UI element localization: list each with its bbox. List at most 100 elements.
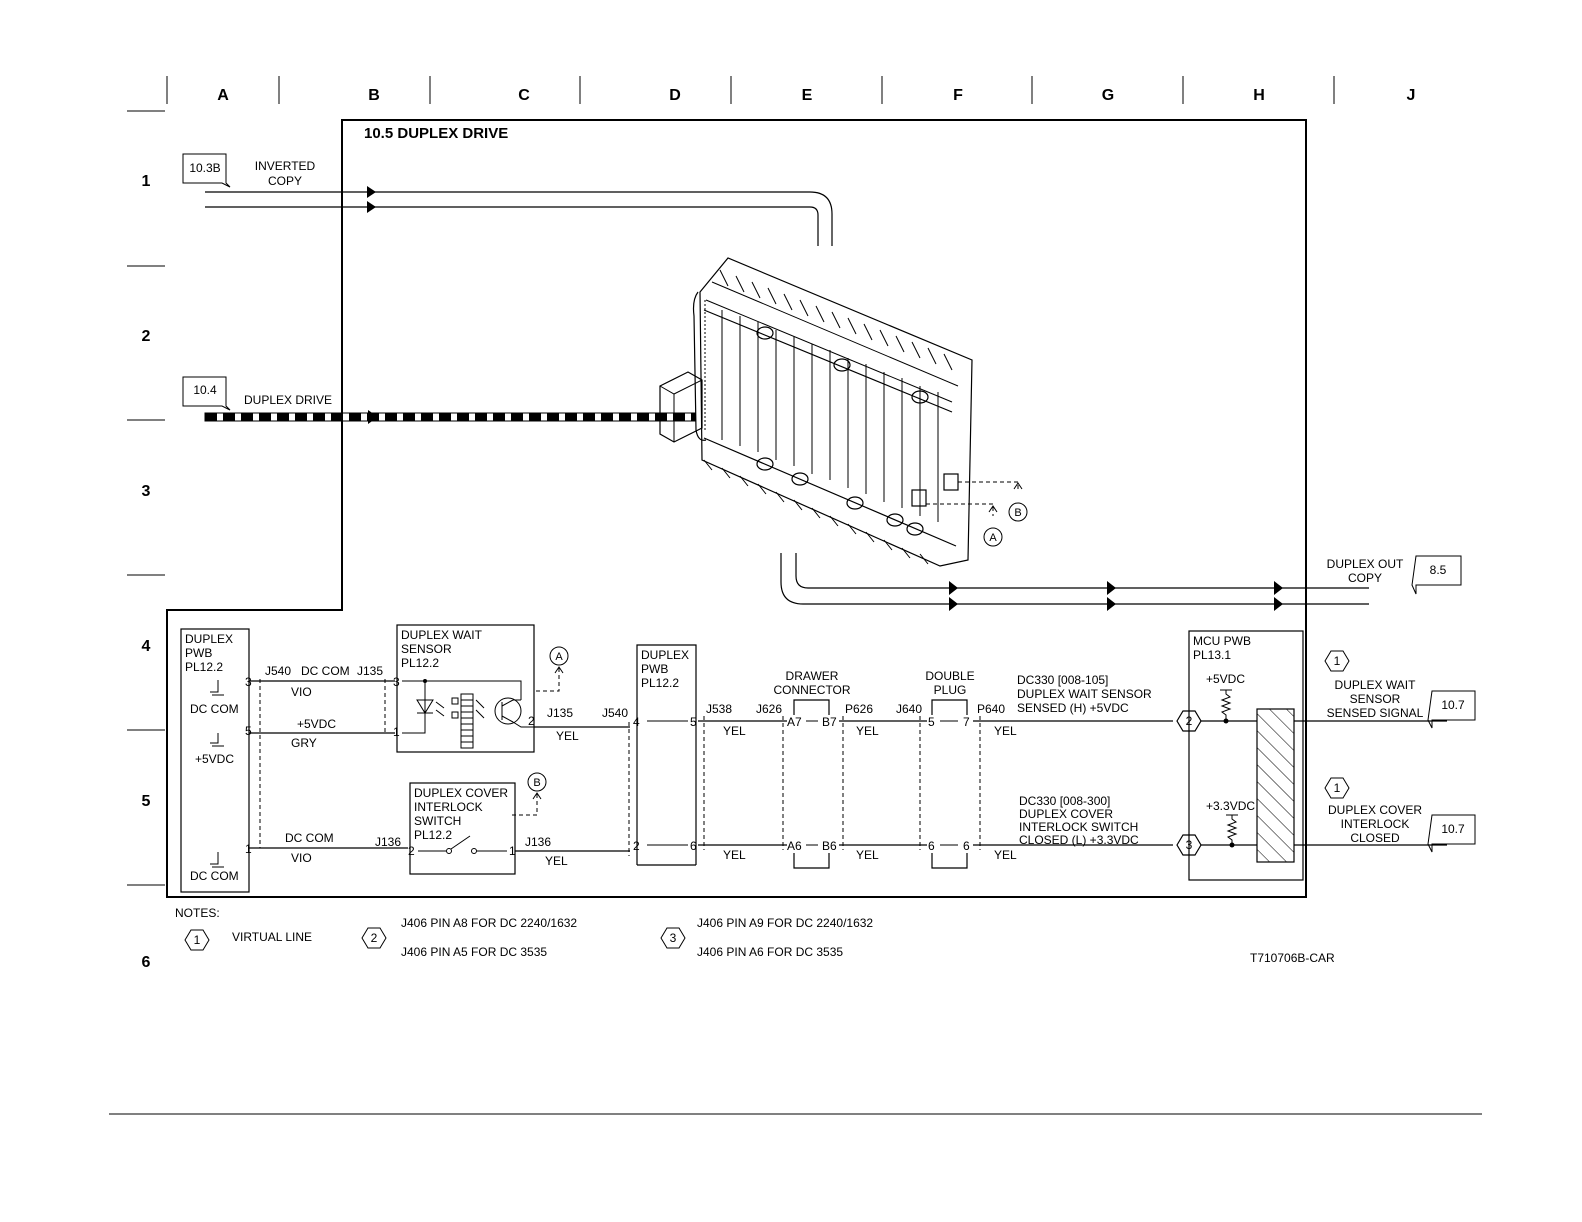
conn-label: J640 bbox=[896, 702, 922, 716]
flag-text: DUPLEX WAIT bbox=[1335, 678, 1417, 692]
flag-ref: 10.7 bbox=[1441, 822, 1465, 836]
column-label-h: H bbox=[1253, 87, 1265, 104]
flag-text: SENSOR bbox=[1350, 692, 1401, 706]
wire-color: YEL bbox=[994, 848, 1017, 862]
row-header: 1 2 3 4 5 6 bbox=[127, 110, 165, 971]
plug-label: DOUBLE bbox=[925, 669, 974, 683]
switch-label: SWITCH bbox=[414, 814, 461, 828]
flag-text: DUPLEX OUT bbox=[1327, 557, 1404, 571]
diagram-border bbox=[166, 119, 1307, 898]
pwb-label: PL12.2 bbox=[185, 660, 223, 674]
column-label-a: A bbox=[217, 87, 229, 104]
pin-number: 2 bbox=[528, 714, 535, 728]
pin-number: B7 bbox=[822, 715, 837, 729]
sensor-ref-b: B bbox=[958, 481, 1028, 522]
flag-ref: 10.3B bbox=[189, 161, 220, 175]
flag-duplex-out: DUPLEX OUT COPY 8.5 bbox=[1327, 555, 1462, 595]
wire-color: YEL bbox=[545, 854, 568, 868]
column-label-e: E bbox=[802, 87, 813, 104]
wire-color: VIO bbox=[291, 851, 312, 865]
wire-color: YEL bbox=[556, 729, 579, 743]
harness-left: J540 DC COM J135 VIO +5VDC GRY DC COM VI… bbox=[249, 664, 408, 865]
flag-text: INVERTED bbox=[255, 159, 316, 173]
duplex-module-illustration bbox=[659, 257, 973, 567]
flag-inverted-copy: 10.3B INVERTED COPY bbox=[182, 153, 316, 188]
pwb-dc-com: DC COM bbox=[190, 869, 239, 883]
pin-number: 1 bbox=[245, 842, 252, 856]
plug-label: PLUG bbox=[934, 683, 967, 697]
pin-number: A7 bbox=[787, 715, 802, 729]
pin-number: 5 bbox=[928, 715, 935, 729]
row-label-1: 1 bbox=[142, 173, 151, 190]
flag-text: COPY bbox=[1348, 571, 1382, 585]
pin-number: 3 bbox=[245, 675, 252, 689]
pin-number: 6 bbox=[928, 839, 935, 853]
pin-number: 1 bbox=[509, 844, 516, 858]
flag-text: DUPLEX COVER bbox=[1328, 803, 1422, 817]
flag-ref: 10.4 bbox=[193, 383, 217, 397]
wire-color: YEL bbox=[723, 848, 746, 862]
ref-letter: A bbox=[555, 651, 563, 663]
pin-number: 5 bbox=[245, 724, 252, 738]
sensor-ref-a: A bbox=[533, 646, 569, 692]
pin-number: 3 bbox=[393, 675, 400, 689]
connector-label: DRAWER bbox=[786, 669, 839, 683]
conn-label: J540 bbox=[602, 706, 628, 720]
pwb-label: DUPLEX bbox=[641, 648, 689, 662]
conn-label: P626 bbox=[845, 702, 873, 716]
connector-label: CONNECTOR bbox=[773, 683, 850, 697]
pin-number: 7 bbox=[963, 715, 970, 729]
note-text: J406 PIN A8 FOR DC 2240/1632 bbox=[401, 916, 577, 930]
wire-color: YEL bbox=[994, 724, 1017, 738]
column-label-d: D bbox=[669, 87, 681, 104]
row-label-3: 3 bbox=[142, 483, 151, 500]
switch-label: PL12.2 bbox=[414, 828, 452, 842]
notes-title: NOTES: bbox=[175, 906, 220, 920]
pin-number: 2 bbox=[633, 839, 640, 853]
sensor-label: DUPLEX WAIT bbox=[401, 628, 483, 642]
page-title: 10.5 DUPLEX DRIVE bbox=[364, 125, 508, 142]
note-text: VIRTUAL LINE bbox=[232, 930, 312, 944]
note-badge: 2 bbox=[371, 931, 378, 945]
note-badge: 1 bbox=[194, 933, 201, 947]
flag-text: INTERLOCK bbox=[1341, 817, 1410, 831]
wire-color: VIO bbox=[291, 685, 312, 699]
note-badge: 3 bbox=[1186, 838, 1193, 852]
pin-number: 2 bbox=[408, 844, 415, 858]
pwb-5vdc: +5VDC bbox=[195, 752, 234, 766]
paper-path-inverted bbox=[205, 186, 833, 246]
switch-ref-b: B bbox=[512, 772, 547, 816]
column-label-g: G bbox=[1102, 87, 1114, 104]
flag-ref: 10.7 bbox=[1441, 698, 1465, 712]
sensor-label: SENSOR bbox=[401, 642, 452, 656]
pin-number: 1 bbox=[393, 725, 400, 739]
wire-voltage: +5VDC bbox=[297, 717, 336, 731]
sensor-ref-a: A bbox=[926, 503, 1003, 547]
signal-label: CLOSED (L) +3.3VDC bbox=[1019, 833, 1139, 847]
row-label-4: 4 bbox=[142, 638, 151, 655]
flag-wait-signal: 1 DUPLEX WAIT SENSOR SENSED SIGNAL 10.7 bbox=[1324, 650, 1476, 729]
conn-label: J136 bbox=[375, 835, 401, 849]
conn-label: J626 bbox=[756, 702, 782, 716]
flag-text: COPY bbox=[268, 174, 302, 188]
harness-right: P640 YEL YEL DC330 [008-105] DUPLEX WAIT… bbox=[973, 673, 1173, 862]
figure-id: T710706B-CAR bbox=[1250, 951, 1335, 965]
note-badge: 1 bbox=[1334, 781, 1341, 795]
flag-text: DUPLEX DRIVE bbox=[244, 393, 332, 407]
switch-label: INTERLOCK bbox=[414, 800, 483, 814]
harness-mid: J538 J626 YEL YEL bbox=[698, 702, 787, 862]
column-label-b: B bbox=[368, 87, 380, 104]
switch-label: DUPLEX COVER bbox=[414, 786, 508, 800]
notes-section: NOTES: 1 VIRTUAL LINE 2 J406 PIN A8 FOR … bbox=[175, 906, 873, 959]
paper-path-out bbox=[780, 553, 1369, 611]
pwb-label: DUPLEX bbox=[185, 632, 233, 646]
column-label-j: J bbox=[1407, 87, 1416, 104]
signal-label: DC330 [008-105] bbox=[1017, 673, 1108, 687]
row-label-6: 6 bbox=[142, 954, 151, 971]
pwb-label: PWB bbox=[641, 662, 668, 676]
duplex-pwb-mid: DUPLEX PWB PL12.2 4 5 2 6 bbox=[633, 644, 697, 866]
ref-letter: B bbox=[1014, 507, 1021, 519]
note-text: J406 PIN A6 FOR DC 3535 bbox=[697, 945, 843, 959]
conn-label: J136 bbox=[525, 835, 551, 849]
